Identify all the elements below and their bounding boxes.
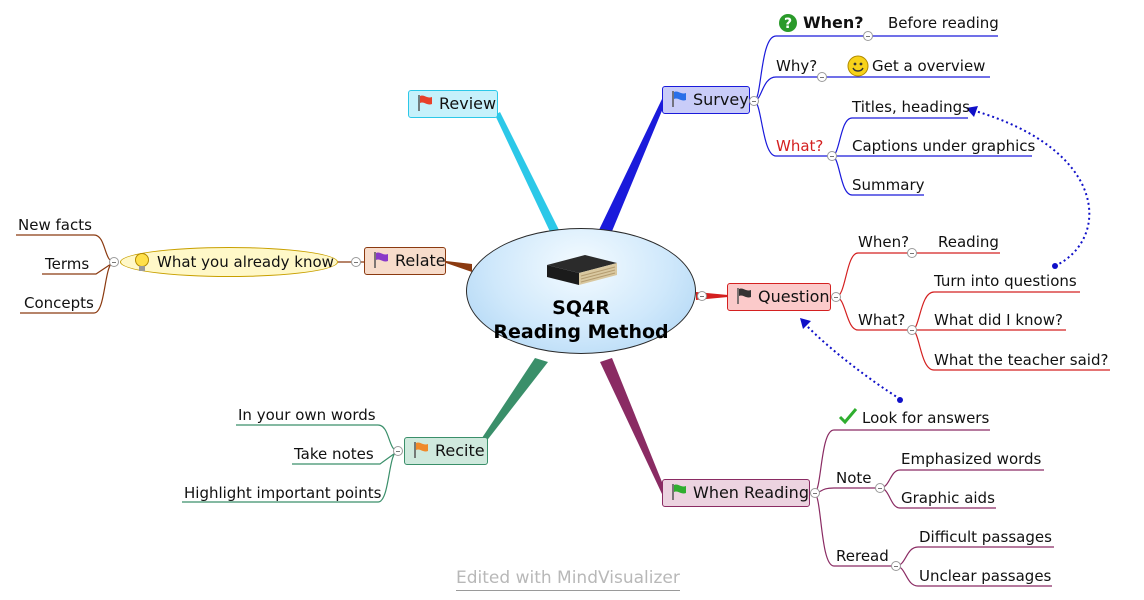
when-reading-reread-label: Reread	[836, 547, 889, 565]
survey-what-item: Summary	[852, 176, 925, 194]
topic-recite-label: Recite	[435, 441, 485, 460]
note-item: Emphasized words	[901, 450, 1042, 468]
branch-recite	[474, 358, 548, 452]
lightbulb-icon	[135, 253, 149, 271]
flag-red-icon	[418, 95, 432, 111]
when-reading-look-label: Look for answers	[862, 409, 990, 427]
flag-blue-icon	[672, 91, 686, 107]
reread-item: Difficult passages	[919, 528, 1052, 546]
reread-item: Unclear passages	[919, 567, 1052, 585]
question-icon: ?	[779, 14, 797, 32]
central-topic-line2: Reading Method	[493, 321, 669, 343]
question-what-collapse[interactable]	[907, 325, 917, 335]
question-what-item: What the teacher said?	[934, 351, 1109, 369]
topic-survey-label: Survey	[693, 90, 749, 109]
relate-item: Concepts	[24, 294, 94, 312]
survey-when-value: Before reading	[888, 14, 999, 32]
reread-collapse[interactable]	[891, 561, 901, 571]
question-when-label: When?	[858, 233, 910, 251]
survey-what-label: What?	[776, 137, 824, 155]
topic-question[interactable]: Question	[727, 283, 831, 311]
question-what-item: Turn into questions	[934, 272, 1077, 290]
branch-survey	[598, 99, 666, 236]
relate-collapse-toggle[interactable]	[351, 257, 361, 267]
recite-item: Highlight important points	[184, 484, 382, 502]
flag-orange-icon	[414, 442, 428, 458]
topic-question-label: Question	[758, 287, 830, 306]
topic-survey[interactable]: Survey	[662, 86, 750, 114]
topic-recite[interactable]: Recite	[404, 437, 488, 465]
topic-relate-label: Relate	[395, 251, 446, 270]
book-icon	[547, 255, 617, 285]
flag-green-icon	[672, 484, 686, 500]
central-topic-line1: SQ4R	[552, 297, 610, 319]
survey-when-label: When?	[803, 13, 864, 32]
watermark-link[interactable]: Edited with MindVisualizer	[456, 568, 680, 591]
know-collapse[interactable]	[109, 257, 119, 267]
svg-text:?: ?	[784, 16, 792, 32]
branch-review	[495, 112, 560, 236]
survey-what-item: Captions under graphics	[852, 137, 1036, 155]
relation-arrow-survey-question	[971, 109, 1091, 267]
topic-review[interactable]: Review	[408, 90, 498, 118]
when-reading-note-label: Note	[836, 469, 872, 487]
when-reading-collapse-toggle[interactable]	[810, 488, 820, 498]
note-collapse[interactable]	[875, 483, 885, 493]
question-what-label: What?	[858, 311, 906, 329]
survey-when-collapse[interactable]	[863, 31, 873, 41]
recite-item: Take notes	[294, 445, 374, 463]
question-collapse-toggle[interactable]	[831, 292, 841, 302]
topic-when-reading-label: When Reading	[693, 483, 809, 502]
topic-what-you-already-know[interactable]: What you already know	[120, 247, 338, 277]
question-when-collapse[interactable]	[907, 248, 917, 258]
topic-relate[interactable]: Relate	[364, 247, 446, 275]
relate-item: New facts	[18, 216, 92, 234]
topic-review-label: Review	[439, 94, 497, 113]
central-topic[interactable]: SQ4R Reading Method	[466, 228, 696, 354]
relate-item: Terms	[45, 255, 90, 273]
note-item: Graphic aids	[901, 489, 995, 507]
recite-item: In your own words	[238, 406, 376, 424]
question-when-value: Reading	[938, 233, 999, 251]
smiley-icon	[847, 55, 869, 77]
survey-why-value: Get a overview	[872, 57, 986, 75]
survey-why-label: Why?	[776, 57, 818, 75]
survey-what-item: Titles, headings	[852, 98, 970, 116]
survey-what-collapse[interactable]	[827, 151, 837, 161]
recite-collapse-toggle[interactable]	[393, 446, 403, 456]
relation-arrow-when-reading-question	[803, 322, 901, 400]
survey-why-collapse[interactable]	[817, 72, 827, 82]
branch-relate	[446, 261, 472, 272]
question-left-collapse[interactable]	[697, 291, 707, 301]
what-you-already-know-label: What you already know	[157, 253, 334, 271]
survey-collapse-toggle[interactable]	[749, 96, 759, 106]
question-what-item: What did I know?	[934, 311, 1063, 329]
flag-black-icon	[737, 288, 751, 304]
topic-when-reading[interactable]: When Reading	[662, 479, 810, 507]
checkmark-icon	[838, 408, 858, 425]
flag-purple-icon	[374, 252, 388, 268]
branch-when-reading	[600, 358, 666, 494]
